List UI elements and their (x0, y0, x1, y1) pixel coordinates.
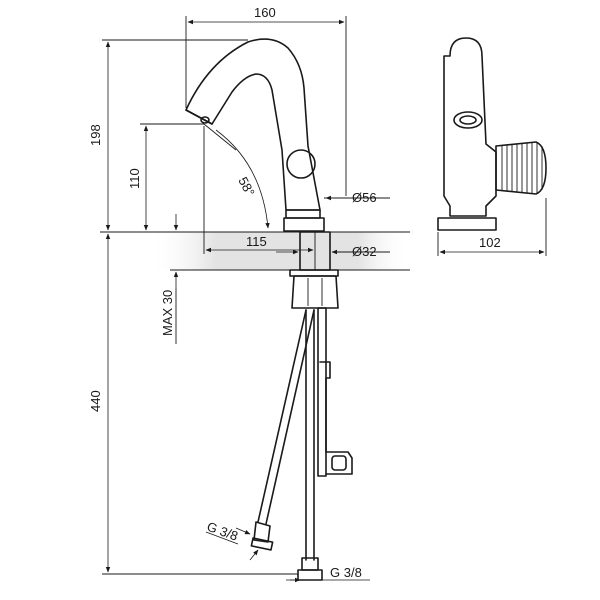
side-base (437, 217, 497, 231)
fixing-washer (289, 269, 339, 277)
leader-g38-left-b (249, 549, 259, 561)
aerator (200, 116, 210, 124)
side-handle-opening (453, 111, 483, 129)
hose-left (257, 309, 307, 523)
label-max30: MAX 30 (160, 290, 175, 336)
label-198: 198 (88, 124, 103, 146)
handle-knob (286, 149, 316, 179)
label-32: Ø32 (352, 244, 377, 259)
leader-g38-left (205, 531, 239, 545)
angle-ray (203, 123, 237, 151)
label-angle: 58° (235, 174, 257, 198)
left-fitting-nut (250, 537, 274, 551)
angle-arc (215, 129, 270, 229)
label-110: 110 (127, 168, 142, 189)
label-115: 115 (246, 234, 267, 249)
side-handle-inner (459, 115, 477, 125)
fixing-nut (291, 275, 339, 309)
leader-g38-left-c (235, 527, 251, 535)
base-ring (283, 217, 325, 232)
bottom-fitting (301, 557, 319, 571)
threaded-rod (317, 307, 327, 477)
base-plate (285, 209, 321, 219)
faucet-front-view (185, 38, 353, 581)
label-160: 160 (254, 5, 276, 20)
label-g38-bottom: G 3/8 (330, 565, 362, 580)
side-knurled-handle (495, 141, 547, 195)
label-56: Ø56 (352, 190, 377, 205)
side-body (443, 37, 497, 217)
faucet-body-outline (185, 38, 321, 211)
label-102: 102 (479, 235, 501, 250)
label-440: 440 (88, 390, 103, 412)
bottom-fitting-nut (297, 569, 323, 581)
faucet-side-view (437, 37, 547, 231)
rod-bracket (319, 361, 353, 475)
knurl-lines (501, 142, 543, 194)
bracket-clip (331, 455, 347, 471)
label-g38-left: G 3/8 (205, 519, 240, 544)
